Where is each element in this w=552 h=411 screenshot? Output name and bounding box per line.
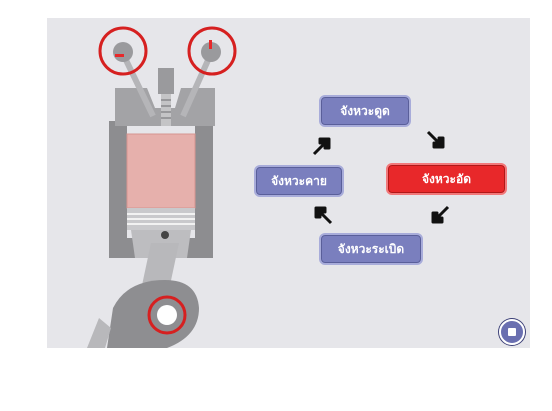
wrist-pin [161,231,169,239]
exhaust-valve-stem [180,56,212,118]
stroke-button-power[interactable]: จังหวะระเบิด [319,233,423,265]
exhaust-highlight-ring [187,26,237,76]
stroke-button-exhaust[interactable]: จังหวะคาย [254,165,344,197]
intake-valve-stem [122,56,156,118]
arrow-up-right-icon [312,137,331,156]
stroke-button-intake[interactable]: จังหวะดูด [319,95,411,127]
crank-highlight-ring [147,295,187,335]
stroke-button-compression[interactable]: จังหวะอัด [386,163,507,195]
arrow-up-left-icon [314,206,333,225]
rod-lower [87,318,111,348]
arrow-down-right-icon [426,130,445,149]
intake-highlight-ring [98,26,148,76]
compressed-mixture [127,134,195,208]
stop-button[interactable] [499,319,525,345]
crank-pin [157,305,177,325]
cylinder-block [109,121,213,258]
exhaust-valve-cap [201,42,221,62]
animation-stage: จังหวะดูด จังหวะอัด จังหวะระเบิด จังหวะค… [47,18,530,348]
intake-cam-marker [115,54,124,57]
arrow-down-left-icon [431,205,450,224]
engine-diagram [87,26,237,348]
stop-icon [508,328,516,336]
exhaust-cam-marker [209,40,212,49]
intake-valve-cap [113,42,133,62]
spark-plug-thread [161,94,171,126]
spark-plug-body [158,68,174,94]
